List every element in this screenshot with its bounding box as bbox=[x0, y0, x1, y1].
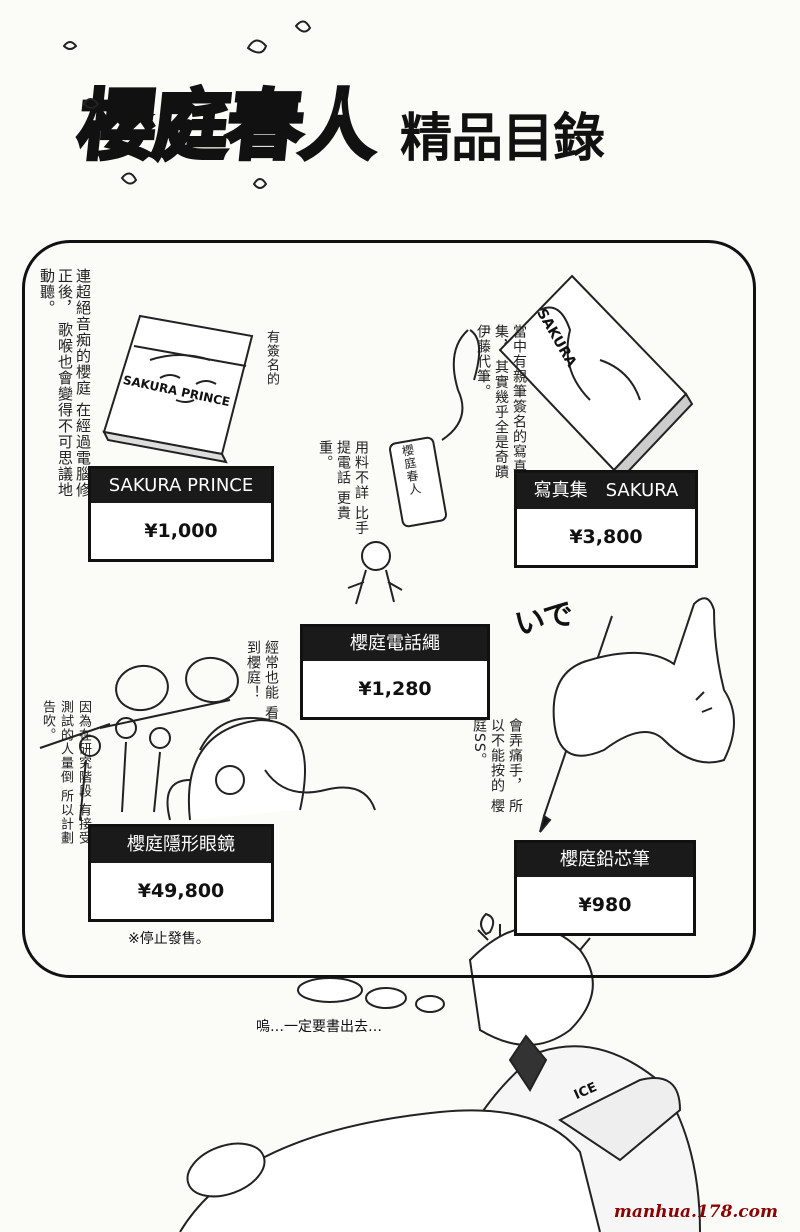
product-price: ¥1,000 bbox=[144, 520, 218, 542]
product-price: ¥3,800 bbox=[569, 526, 643, 548]
strap-blurb: 用料不詳 比手提電話 更貴重。 bbox=[317, 440, 369, 536]
product-tag-phone-strap: 櫻庭電話繩 ¥1,280 bbox=[300, 624, 490, 720]
cd-case-illustration bbox=[102, 314, 254, 464]
cd-signature-note: 有簽名的 bbox=[264, 330, 279, 386]
pencil-blurb: 會弄痛手， 所以不能按的 櫻庭SS。 bbox=[471, 718, 523, 814]
page-subtitle: 精品目錄 bbox=[400, 109, 605, 169]
lens-speech-bubble: 經常也能 看到櫻庭！ bbox=[245, 640, 279, 721]
product-price: ¥49,800 bbox=[137, 880, 225, 902]
product-name: SAKURA PRINCE bbox=[91, 469, 271, 503]
discontinued-note: ※停止發售。 bbox=[128, 931, 210, 947]
phone-strap-illustration bbox=[347, 329, 481, 605]
sleeping-man-illustration bbox=[179, 912, 701, 1232]
product-tag-photobook: 寫真集 SAKURA ¥3,800 bbox=[514, 470, 698, 568]
product-tag-pencil: 櫻庭鉛芯筆 ¥980 bbox=[514, 840, 696, 936]
product-name: 櫻庭鉛芯筆 bbox=[517, 843, 693, 877]
contact-lens-illustration bbox=[39, 656, 239, 749]
product-name: 寫真集 SAKURA bbox=[517, 473, 695, 509]
photobook-illustration bbox=[498, 274, 694, 482]
photobook-blurb: 當中有親筆簽名的寫真集， 其實幾乎全是奇蹟伊藤代筆。 bbox=[475, 324, 527, 480]
product-tag-contact-lens: 櫻庭隱形眼鏡 ¥49,800 bbox=[88, 824, 274, 922]
pencil-hand-illustration bbox=[539, 597, 735, 833]
product-price: ¥1,280 bbox=[358, 678, 432, 700]
lens-blurb: 因為在研究階段 有接受測試的人量倒 所以計劃告吹。 bbox=[40, 700, 91, 846]
thought-bubbles bbox=[297, 977, 445, 1013]
cd-blurb: 連超絕音痴的櫻庭 在經過電腦修正後， 歌喉也會變得不可思議地動聽。 bbox=[38, 268, 92, 498]
product-name: 櫻庭隱形眼鏡 bbox=[91, 827, 271, 863]
sleeping-speech: 嗚…一定要書出去… bbox=[256, 1019, 382, 1035]
product-name: 櫻庭電話繩 bbox=[303, 627, 487, 661]
catalog-frame bbox=[22, 240, 756, 978]
watermark: manhua.178.com bbox=[613, 1202, 778, 1222]
lens-scene-illustration bbox=[79, 717, 376, 821]
product-price: ¥980 bbox=[578, 894, 632, 916]
product-tag-cd: SAKURA PRINCE ¥1,000 bbox=[88, 466, 274, 562]
